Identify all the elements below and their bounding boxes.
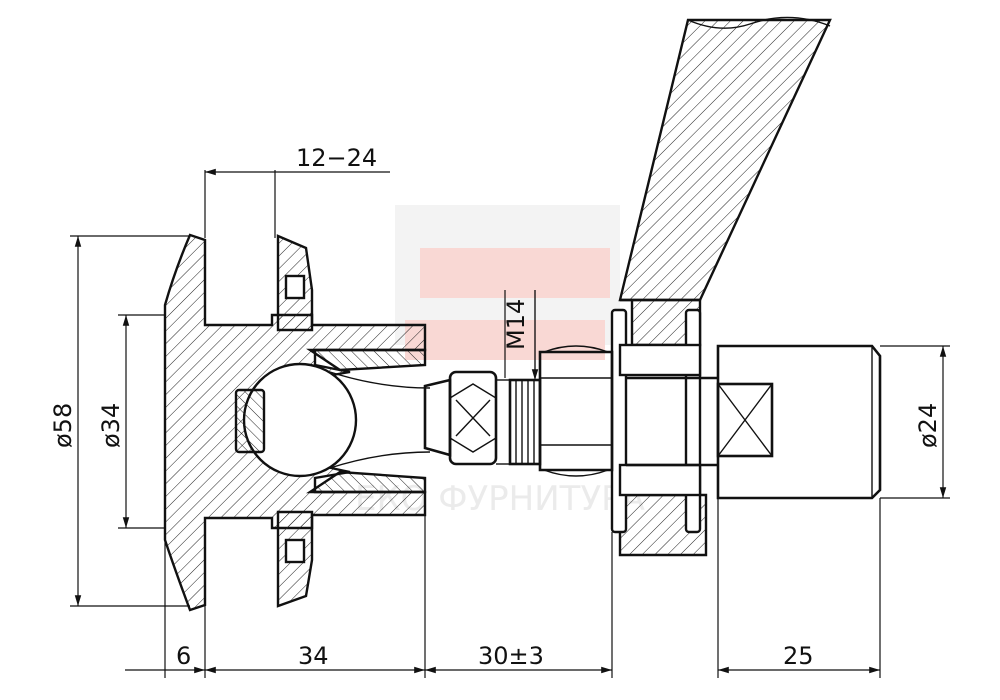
- glass-panel: [618, 16, 832, 302]
- dim-gap: 30±3: [478, 642, 544, 670]
- small-hex-nut: [448, 370, 510, 466]
- clamp-plates: [276, 234, 314, 608]
- ball-joint: [234, 362, 431, 478]
- washers: [610, 308, 702, 534]
- glass-section: [618, 298, 708, 557]
- hex-nut: [538, 345, 614, 477]
- dim-body-length: 34: [298, 642, 329, 670]
- dim-top-span: 12−24: [296, 144, 377, 172]
- dimension-lines: [70, 168, 950, 678]
- dim-right-diameter: ø24: [914, 403, 942, 448]
- dim-flange-thickness: 6: [176, 642, 191, 670]
- dim-overall-diameter: ø58: [49, 403, 77, 448]
- threaded-rod: [423, 378, 542, 466]
- end-cap: [716, 344, 882, 500]
- main-body: [163, 233, 427, 612]
- dim-inner-diameter: ø34: [97, 403, 125, 448]
- watermark: ЕКО ФУРНИТУРА: [355, 205, 645, 519]
- dim-thread: M14: [502, 299, 530, 350]
- bolt-shaft: [626, 376, 718, 467]
- dim-end-length: 25: [783, 642, 814, 670]
